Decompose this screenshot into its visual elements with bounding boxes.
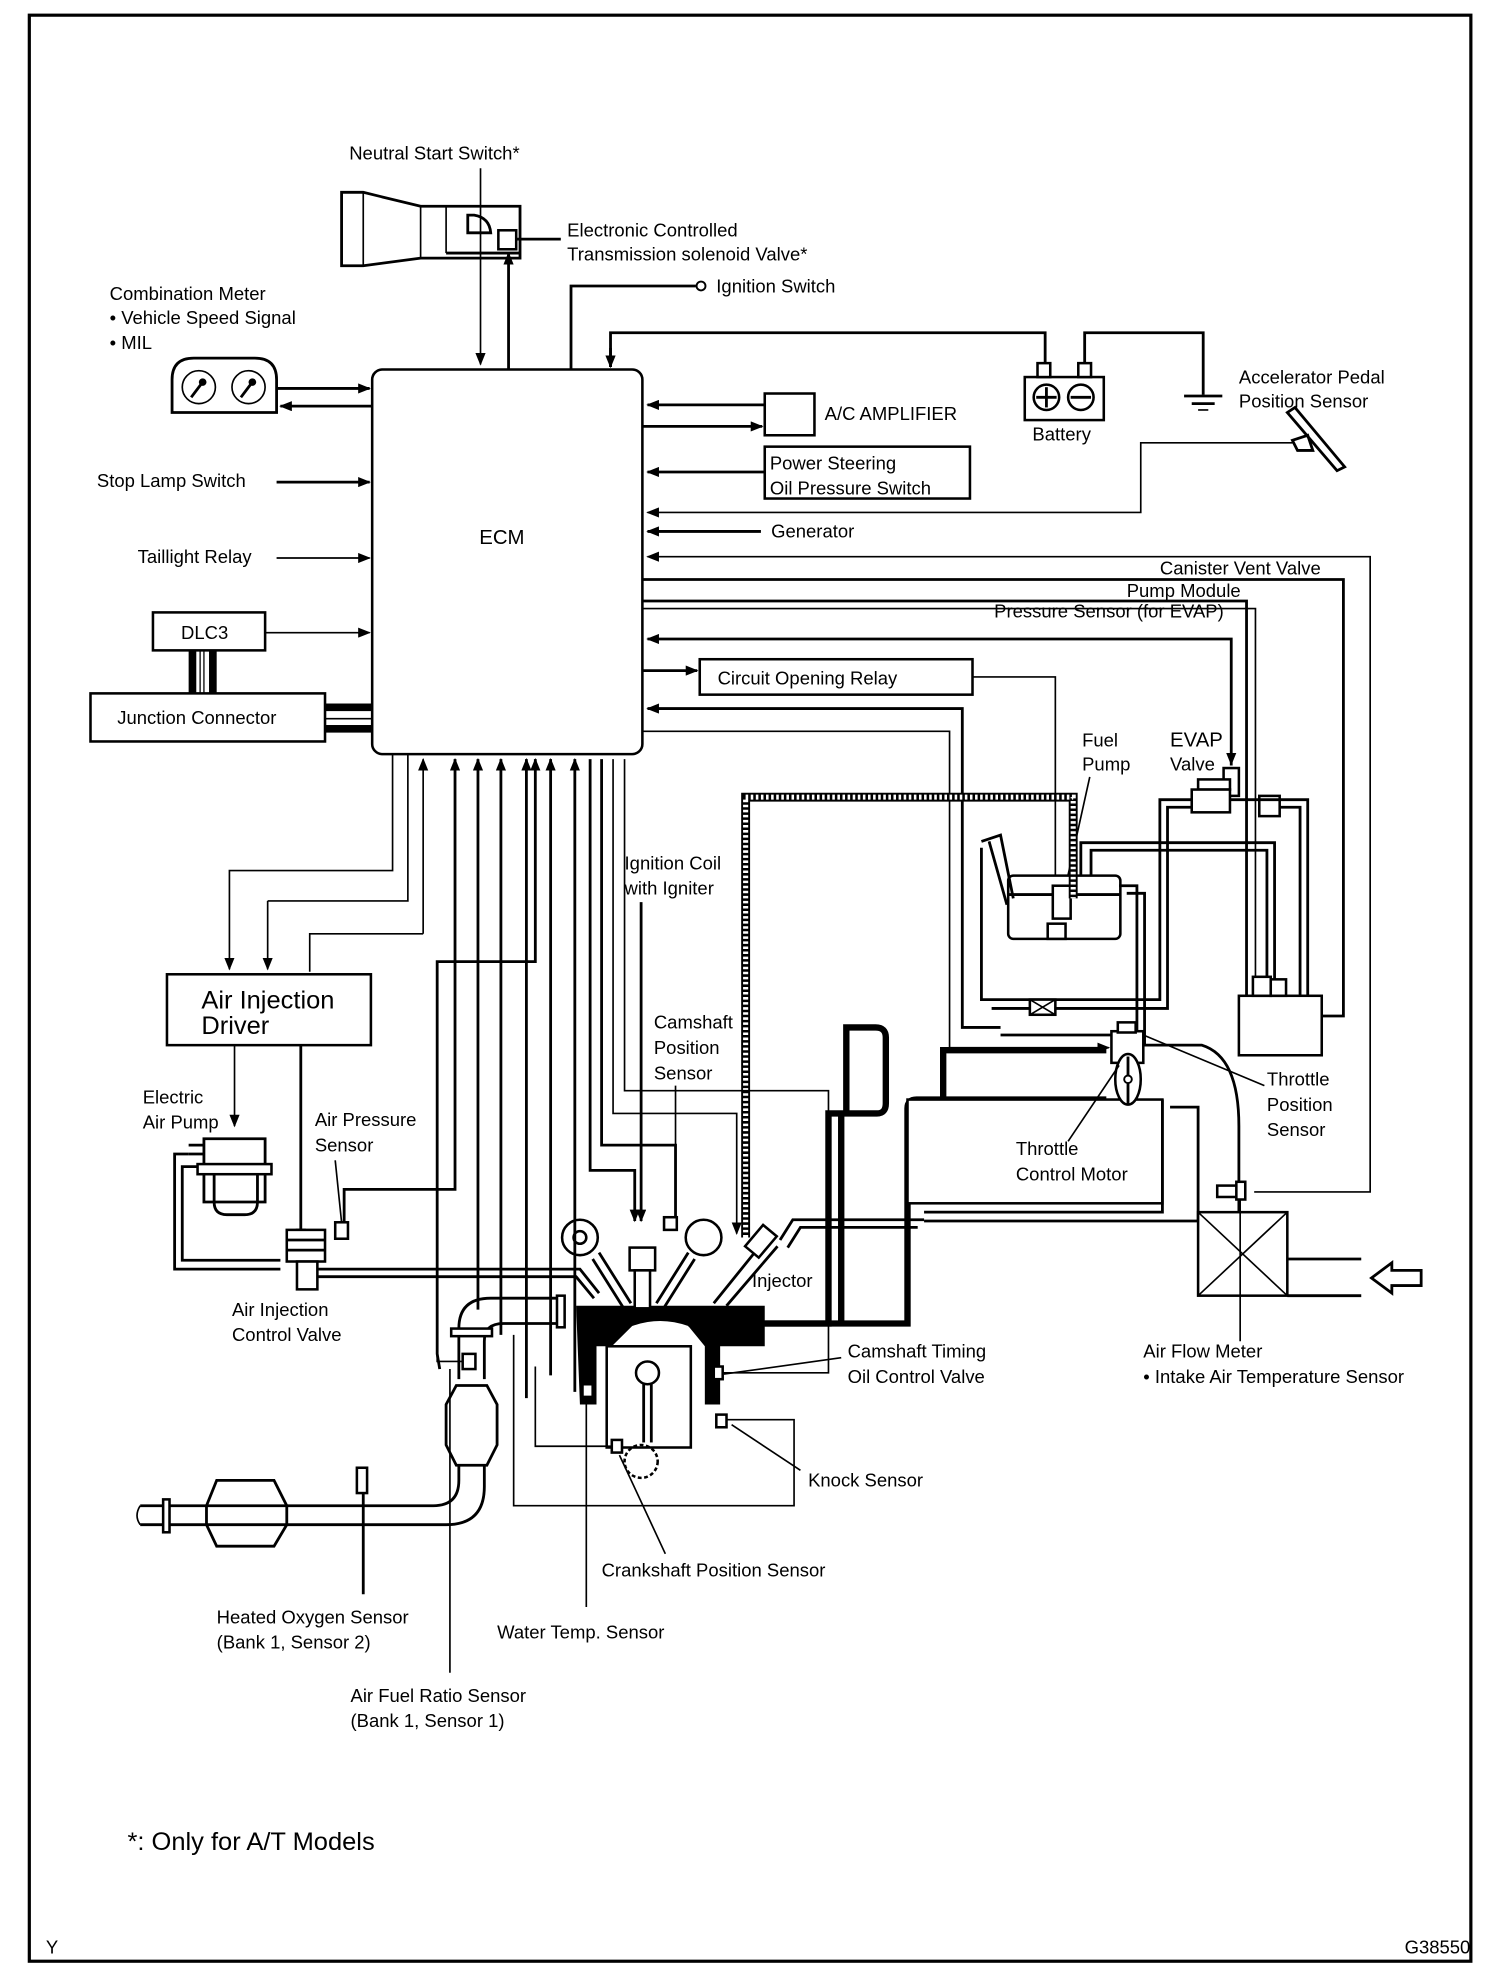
pump-module-label: Pump Module (1127, 580, 1241, 601)
ignition-coil-label-2: with Igniter (624, 878, 714, 899)
ac-amplifier-label: A/C AMPLIFIER (825, 403, 957, 424)
fuel-tank-icon (980, 833, 1122, 941)
power-steering-label-2: Oil Pressure Switch (770, 478, 931, 499)
ignition-coil-label-1: Ignition Coil (625, 852, 722, 873)
ecm-label: ECM (479, 527, 524, 549)
heated-o2-label-2: (Bank 1, Sensor 2) (217, 1632, 371, 1653)
fuel-pump-label-2: Pump (1082, 754, 1130, 775)
ect-solenoid-label-2: Transmission solenoid Valve* (567, 244, 807, 265)
fuel-lines (980, 798, 1310, 1046)
junction-connector-label: Junction Connector (117, 707, 276, 728)
pressure-sensor-evap-label: Pressure Sensor (for EVAP) (994, 601, 1224, 622)
air-flow-meter-icon[interactable] (1196, 1180, 1289, 1297)
solenoid-valve-icon (497, 229, 518, 251)
engine-block-icon (560, 1215, 765, 1480)
neutral-start-switch-icon (466, 213, 493, 235)
mil-label: • MIL (110, 332, 152, 353)
combination-meter-label: Combination Meter (110, 283, 266, 304)
transmission-icon (340, 190, 522, 268)
throttle-motor-label-2: Control Motor (1016, 1164, 1128, 1185)
dlc3-label: DLC3 (181, 622, 228, 643)
power-steering-label-1: Power Steering (770, 452, 896, 473)
air-injection-cv-label-2: Control Valve (232, 1324, 342, 1345)
electric-air-pump-label-2: Air Pump (143, 1112, 219, 1133)
camshaft-position-label-3: Sensor (654, 1062, 713, 1083)
air-injection-driver-label-1: Air Injection (201, 987, 334, 1015)
camshaft-position-label-2: Position (654, 1037, 720, 1058)
page-frame (27, 13, 1473, 1963)
air-pressure-sensor-label-1: Air Pressure (315, 1109, 417, 1130)
air-injection-control-valve-icon[interactable] (285, 1221, 350, 1291)
injector-label: Injector (752, 1270, 813, 1291)
vehicle-speed-signal-label: • Vehicle Speed Signal (110, 307, 296, 328)
generator-label: Generator (771, 521, 854, 542)
electric-air-pump-label-1: Electric (143, 1086, 204, 1107)
air-pressure-sensor-label-2: Sensor (315, 1134, 374, 1155)
junction-connector-block[interactable]: Junction Connector (89, 692, 327, 743)
electric-air-pump-icon[interactable] (188, 1137, 273, 1217)
exhaust-system-icon (136, 1294, 566, 1548)
air-injection-driver-label-2: Driver (201, 1012, 269, 1040)
air-injection-cv-label-1: Air Injection (232, 1299, 329, 1320)
evap-valve-label-1: EVAP (1170, 730, 1223, 752)
intake-air-arrow-icon (1369, 1259, 1423, 1296)
neutral-start-switch-label: Neutral Start Switch* (349, 142, 519, 163)
corner-mark-y: Y (46, 1937, 58, 1958)
ac-amplifier-block[interactable] (763, 392, 816, 437)
power-steering-switch-block[interactable]: Power Steering Oil Pressure Switch (763, 445, 972, 500)
throttle-motor-label-1: Throttle (1016, 1138, 1079, 1159)
ignition-switch-terminal-icon (695, 280, 707, 292)
af-ratio-label-2: (Bank 1, Sensor 1) (351, 1710, 505, 1731)
stop-lamp-switch-label: Stop Lamp Switch (97, 470, 246, 491)
heated-o2-label-1: Heated Oxygen Sensor (217, 1606, 409, 1627)
fuel-pump-label-1: Fuel (1082, 730, 1118, 751)
circuit-opening-relay-label: Circuit Opening Relay (718, 668, 898, 689)
throttle-position-label-2: Position (1267, 1094, 1333, 1115)
camshaft-timing-label-2: Oil Control Valve (848, 1366, 985, 1387)
air-injection-driver-block[interactable]: Air Injection Driver (165, 973, 373, 1047)
evap-valve-icon[interactable] (1190, 766, 1281, 818)
circuit-opening-relay-block[interactable]: Circuit Opening Relay (698, 657, 974, 696)
accel-pedal-label-1: Accelerator Pedal (1239, 366, 1385, 387)
throttle-body-icon[interactable] (1110, 1021, 1145, 1106)
throttle-position-label-3: Sensor (1267, 1119, 1326, 1140)
battery-label: Battery (1032, 423, 1091, 444)
battery-icon (1023, 361, 1106, 422)
dlc3-block[interactable]: DLC3 (151, 611, 267, 652)
canister-vent-valve-label: Canister Vent Valve (1160, 558, 1321, 579)
af-ratio-label-1: Air Fuel Ratio Sensor (351, 1685, 527, 1706)
ect-solenoid-label-1: Electronic Controlled (567, 220, 737, 241)
ground-icon (1184, 394, 1223, 411)
combination-meter-icon[interactable] (170, 356, 278, 414)
camshaft-timing-label-1: Camshaft Timing (848, 1341, 987, 1362)
accel-pedal-label-2: Position Sensor (1239, 390, 1368, 411)
throttle-position-label-1: Throttle (1267, 1069, 1330, 1090)
injector-icon[interactable] (712, 1223, 779, 1307)
air-flow-meter-label-2: • Intake Air Temperature Sensor (1143, 1366, 1404, 1387)
accelerator-pedal-icon (1285, 405, 1347, 473)
knock-sensor-label: Knock Sensor (808, 1470, 923, 1491)
ignition-switch-label: Ignition Switch (716, 275, 835, 296)
crankshaft-position-label: Crankshaft Position Sensor (602, 1560, 826, 1581)
ecm-block[interactable]: ECM (370, 368, 644, 756)
charcoal-canister-icon[interactable] (1237, 975, 1324, 1057)
water-temp-label: Water Temp. Sensor (497, 1622, 664, 1643)
figure-id: G38550 (1405, 1937, 1471, 1958)
air-flow-meter-label-1: Air Flow Meter (1143, 1341, 1262, 1362)
evap-valve-label-2: Valve (1170, 754, 1215, 775)
camshaft-position-label-1: Camshaft (654, 1012, 733, 1033)
footnote-at-models: *: Only for A/T Models (127, 1828, 374, 1856)
taillight-relay-label: Taillight Relay (138, 546, 253, 567)
